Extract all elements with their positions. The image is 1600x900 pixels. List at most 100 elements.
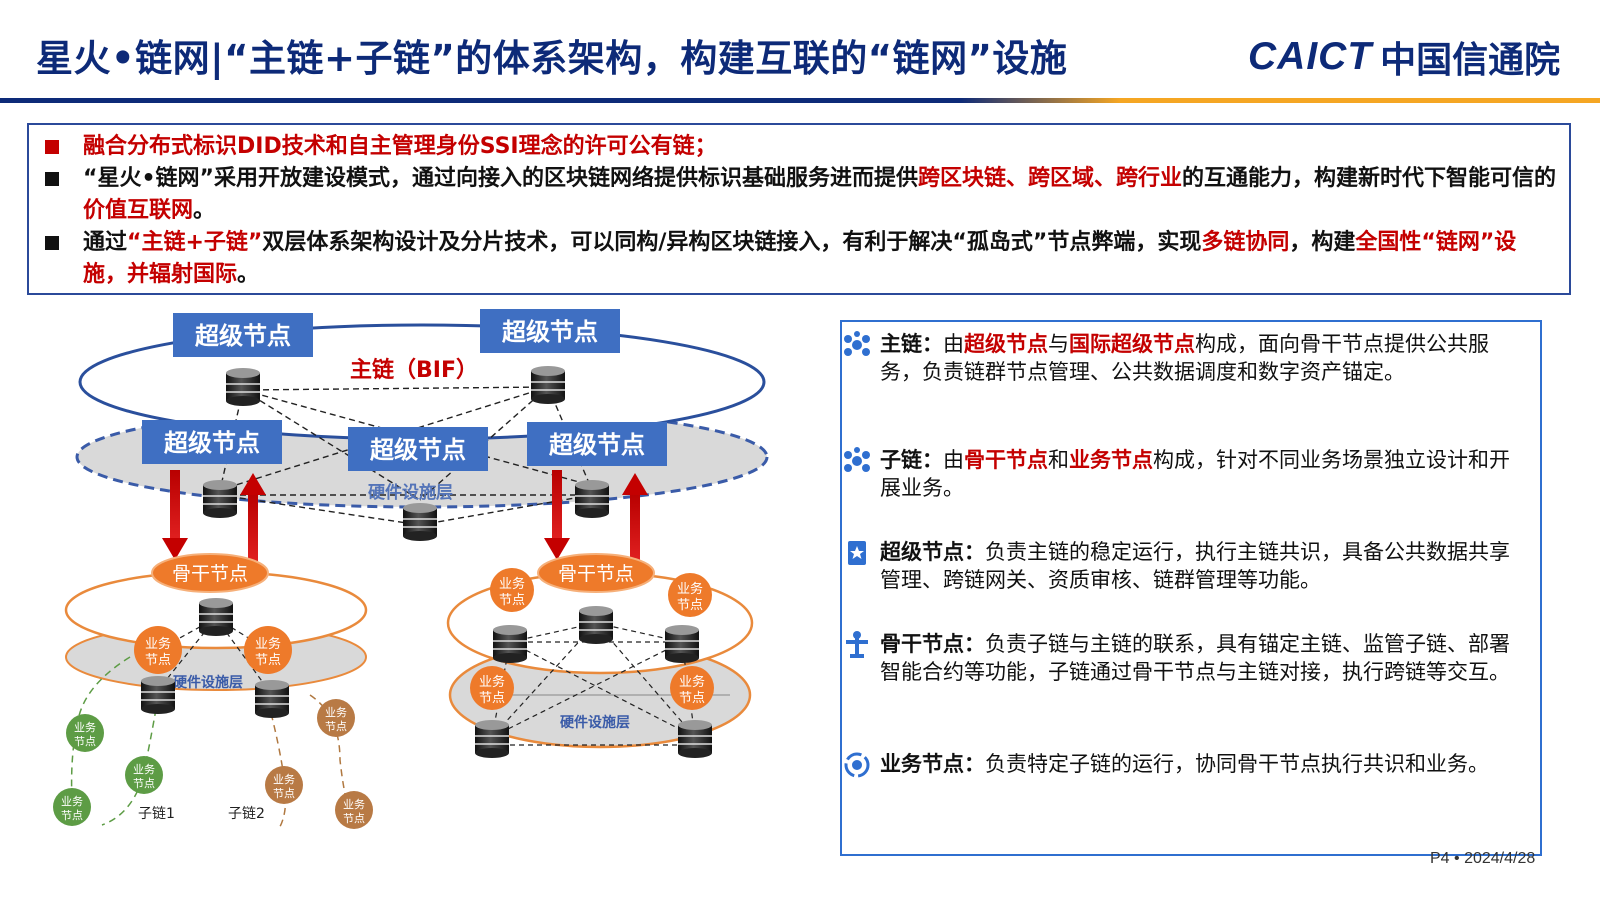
- network-hub-icon: [846, 631, 868, 658]
- business-node-label: 业务: [679, 674, 705, 690]
- page-title: 星火•链网|“主链+子链”的体系架构，构建互联的“链网”设施: [36, 37, 1068, 80]
- chain-network-icon: [844, 447, 870, 472]
- super-node-box: 超级节点: [527, 422, 667, 466]
- legend-text: 构成，面向骨干节点提供公共服务，负责链群节点管理、公共数据调度和数字资产锚定。: [880, 332, 1489, 384]
- business-node-label: 节点: [343, 812, 365, 825]
- server-disk-icon: [678, 720, 712, 758]
- server-disk-icon: [403, 503, 437, 541]
- legend-text: 负责子链与主链的联系，具有锚定主链、监管子链、部署智能合约等功能，子链通过骨干节…: [880, 632, 1510, 684]
- legend-item-biz-node: 业务节点：负责特定子链的运行，协同骨干节点执行共识和业务。: [842, 750, 1512, 780]
- header-divider: [0, 98, 1600, 103]
- legend-item-main-chain: 主链：由超级节点与国际超级节点构成，面向骨干节点提供公共服务，负责链群节点管理、…: [842, 330, 1512, 386]
- business-node: 业务节点: [470, 666, 514, 710]
- legend-term: 主链：: [880, 332, 943, 356]
- server-disk-icon: [141, 676, 175, 714]
- hardware-layer-label: 硬件设施层: [368, 482, 453, 503]
- backbone-node: 骨干节点: [537, 553, 655, 593]
- server-disk-icon: [493, 625, 527, 663]
- business-node-label: 业务: [61, 795, 83, 808]
- main-chain-label: 主链（BIF）: [350, 357, 478, 383]
- legend-highlight: 超级节点: [964, 332, 1048, 356]
- server-disk-icon: [255, 680, 289, 718]
- business-node-label: 节点: [677, 598, 703, 613]
- business-node-label: 业务: [255, 636, 281, 652]
- logo-latin: CAICT: [1248, 35, 1373, 78]
- business-node-label: 业务: [74, 721, 96, 734]
- legend-item-super-node: 超级节点：负责主链的稳定运行，执行主链共识，具备公共数据共享管理、跨链网关、资质…: [842, 538, 1512, 594]
- server-disk-icon: [665, 625, 699, 663]
- bullet-highlight: 全国性“链网”设施，并辐射国际: [83, 230, 1517, 287]
- business-node-label: 节点: [499, 593, 525, 608]
- business-node-label: 业务: [343, 798, 365, 811]
- business-node-label: 节点: [145, 653, 171, 668]
- legend-highlight: 骨干节点: [964, 448, 1048, 472]
- backbone-node: 骨干节点: [151, 553, 269, 593]
- bullet-highlight: “主链+子链”: [127, 230, 263, 255]
- business-node-label: 节点: [61, 809, 83, 822]
- sync-arrows: [162, 470, 648, 561]
- subchain-2-label: 子链2: [228, 806, 265, 822]
- legend-item-backbone-node: 骨干节点：负责子链与主链的联系，具有锚定主链、监管子链、部署智能合约等功能，子链…: [842, 630, 1512, 686]
- legend-term: 超级节点：: [880, 540, 985, 564]
- business-node-label: 业务: [499, 576, 525, 592]
- logo-chinese: 中国信通院: [1380, 40, 1561, 81]
- business-node: 业务节点: [670, 666, 714, 710]
- server-disk-icon: [531, 366, 565, 404]
- intro-bullet-1: 融合分布式标识DID技术和自主管理身份SSI理念的许可公有链；: [41, 131, 1557, 163]
- super-node-box: 超级节点: [348, 427, 488, 471]
- super-node-label: 超级节点: [164, 429, 260, 457]
- legend-box: 主链：由超级节点与国际超级节点构成，面向骨干节点提供公共服务，负责链群节点管理、…: [840, 320, 1542, 856]
- server-disk-icon: [203, 480, 237, 518]
- bullet-text: 融合分布式标识DID技术和自主管理身份SSI理念的许可公有链；: [83, 134, 717, 159]
- server-disk-icon: [199, 598, 233, 636]
- subchain-1-label: 子链1: [138, 806, 175, 822]
- business-node: 业务节点: [66, 714, 104, 752]
- bullet-text: ，构建: [1289, 230, 1356, 255]
- bullet-highlight: 跨区块链、跨区域、跨行业: [917, 166, 1182, 191]
- business-node: 业务节点: [490, 568, 534, 612]
- business-node-label: 业务: [677, 581, 703, 597]
- legend-text: 构成，针对不同业务场景独立设计和开展业务。: [880, 448, 1510, 500]
- business-node: 业务节点: [668, 573, 712, 617]
- business-node-label: 业务: [133, 763, 155, 776]
- business-node-label: 业务: [273, 773, 295, 786]
- bullet-text: 。: [193, 198, 216, 223]
- legend-text: 负责主链的稳定运行，执行主链共识，具备公共数据共享管理、跨链网关、资质审核、链群…: [880, 540, 1510, 592]
- cycle-gear-icon: [844, 752, 870, 778]
- bullet-square-icon: [45, 236, 59, 250]
- caict-logo: CAICT 中国信通院: [1248, 32, 1560, 82]
- bullet-text: 双层体系架构设计及分片技术，可以同构/异构区块链接入，有利于解决“孤岛式”节点弊…: [262, 230, 1202, 255]
- bullet-text: “星火•链网”采用开放建设模式，通过向接入的区块链网络提供标识基础服务进而提供: [83, 166, 918, 191]
- hardware-layer-label: 硬件设施层: [173, 674, 243, 691]
- legend-text: 负责特定子链的运行，协同骨干节点执行共识和业务。: [985, 752, 1489, 776]
- legend-term: 骨干节点：: [880, 632, 985, 656]
- super-node-label: 超级节点: [549, 431, 645, 459]
- business-node: 业务节点: [134, 626, 182, 674]
- business-node: 业务节点: [125, 756, 163, 794]
- hardware-layer-label: 硬件设施层: [560, 714, 630, 731]
- chain-network-icon: [844, 331, 870, 356]
- intro-bullet-2: “星火•链网”采用开放建设模式，通过向接入的区块链网络提供标识基础服务进而提供跨…: [41, 163, 1557, 227]
- bullet-highlight: 多链协同: [1201, 230, 1290, 255]
- server-disk-icon: [575, 480, 609, 518]
- business-node-label: 节点: [325, 720, 347, 733]
- server-disk-icon: [226, 368, 260, 406]
- business-node-label: 节点: [273, 787, 295, 800]
- legend-text: 和: [1048, 448, 1069, 472]
- super-node-box: 超级节点: [142, 420, 282, 464]
- super-node-label: 超级节点: [370, 436, 466, 464]
- server-disk-icon: [475, 720, 509, 758]
- business-node-label: 业务: [325, 706, 347, 719]
- star-badge-icon: [848, 541, 866, 565]
- architecture-diagram: 主链（BIF） 硬件设施层 超级节点超级节点超级节点超级节点超级节点 硬件设施层…: [53, 309, 769, 831]
- business-node-label: 业务: [479, 674, 505, 690]
- business-node: 业务节点: [317, 699, 355, 737]
- legend-item-sub-chain: 子链：由骨干节点和业务节点构成，针对不同业务场景独立设计和开展业务。: [842, 446, 1512, 502]
- legend-term: 业务节点：: [880, 752, 985, 776]
- intro-bullet-3: 通过“主链+子链”双层体系架构设计及分片技术，可以同构/异构区块链接入，有利于解…: [41, 227, 1557, 291]
- business-node-label: 节点: [74, 735, 96, 748]
- business-node-label: 节点: [133, 777, 155, 790]
- business-node-label: 业务: [145, 636, 171, 652]
- server-disk-icon: [579, 606, 613, 644]
- legend-highlight: 业务节点: [1069, 448, 1153, 472]
